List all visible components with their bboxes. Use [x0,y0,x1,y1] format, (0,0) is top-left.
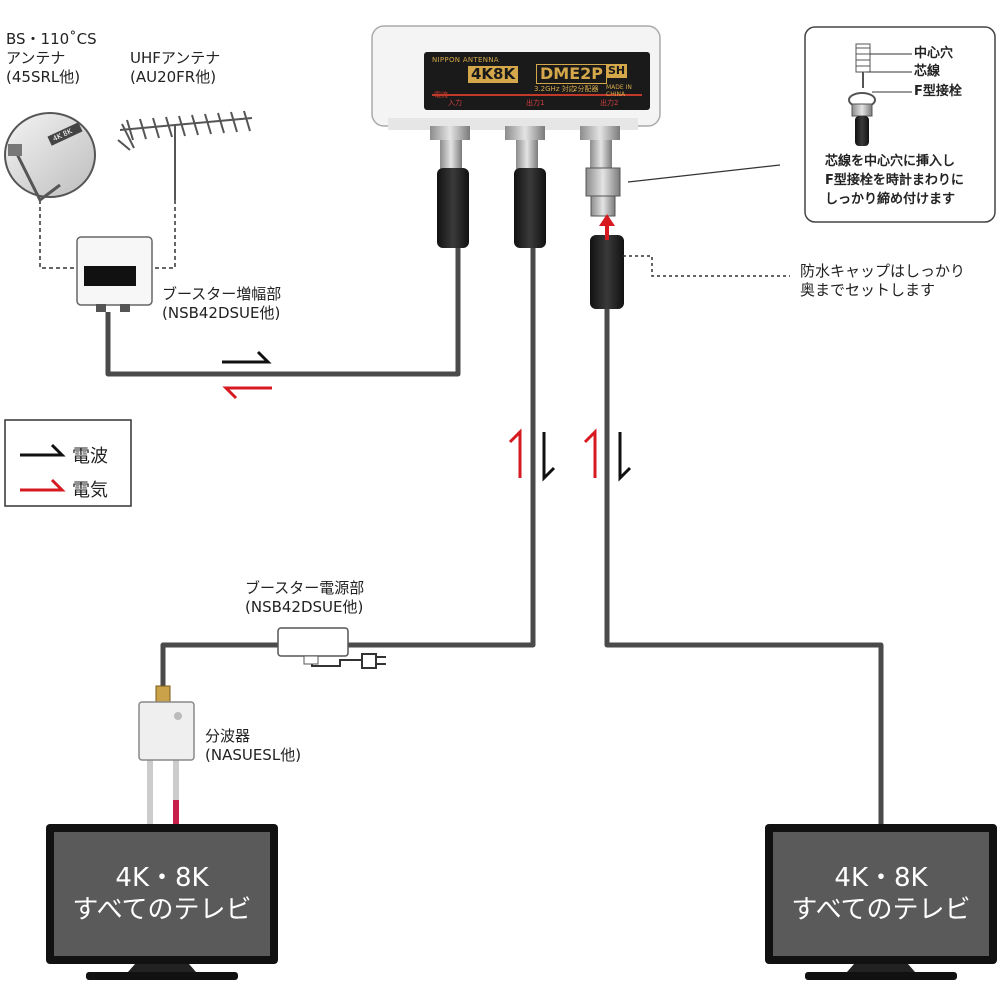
antenna-feed-lines [39,200,176,269]
branch-splitter-label: 分波器 (NASUESL他) [205,727,302,764]
tv-left-screen: 4K・8K すべてのテレビ [54,862,270,926]
legend-wave-label: 電波 [72,446,108,467]
origin-label: MADE IN CHINA [606,84,632,98]
legend-power-label: 電気 [72,480,108,501]
cable-power-unit-to-branch [160,642,278,688]
legend-box [4,419,132,507]
booster-power-label: ブースター電源部 (NSB42DSUE他) [245,579,365,616]
center-hole-label: 中心穴 [914,46,954,61]
splitter-face: NIPPON ANTENNA 4K8K DME2P SH 3.2GHz 対応 2… [428,54,648,108]
tv-left-line1: 4K・8K [115,863,209,893]
port-label-input: 入力 [448,99,462,107]
grade-badge: SH [606,64,628,78]
tv-right-screen: 4K・8K すべてのテレビ [773,862,989,926]
brand-label: NIPPON ANTENNA [432,56,499,64]
port-label-output2: 出力2 [600,99,619,107]
tv-left-line2: すべてのテレビ [72,895,252,925]
flow-arrows [222,350,632,482]
uhf-antenna-label: UHFアンテナ (AU20FR他) [130,49,221,86]
connector-detail-box [804,26,996,223]
branch-splitter-unit [138,685,195,761]
f-connector-label: F型接栓 [914,84,962,99]
f-plugs [437,167,624,309]
satellite-antenna-label: BS・110˚CS アンテナ (45SRL他) [6,30,97,86]
model-label: DME2P [536,64,607,84]
splitter-ports [430,126,620,170]
cable-booster-to-input [105,246,461,377]
booster-power-unit [277,627,349,665]
freq-label: 3.2GHz 対応 [534,85,576,93]
connector-instruction: 芯線を中心穴に挿入し F型接栓を時計まわりに しっかり締め付けます [825,154,964,207]
booster-amplifier-unit [76,236,153,312]
core-wire-label: 芯線 [914,64,941,79]
tv-right-line2: すべてのテレビ [791,895,971,925]
waterproof-note: 防水キャップはしっかり 奥までセットします [800,262,966,299]
power-tag: 電流 [434,91,448,99]
4k8k-badge: 4K8K [468,66,519,83]
uhf-antenna-icon [117,110,253,200]
port-label-output1: 出力1 [526,99,545,107]
tv-right-line1: 4K・8K [834,863,928,893]
cable-output1-to-power-unit [345,246,536,648]
tv-left-body [46,824,278,980]
booster-amp-label: ブースター増幅部 (NSB42DSUE他) [162,285,282,322]
type-label: 2分配器 [573,85,599,93]
callout-pointer [627,164,781,183]
coax-cables [105,246,884,826]
satellite-dish-icon: 4K 8K [4,112,96,203]
waterproof-pointer [623,255,790,277]
tv-right-body [765,824,997,980]
cable-output2-to-tv-right [604,305,884,826]
